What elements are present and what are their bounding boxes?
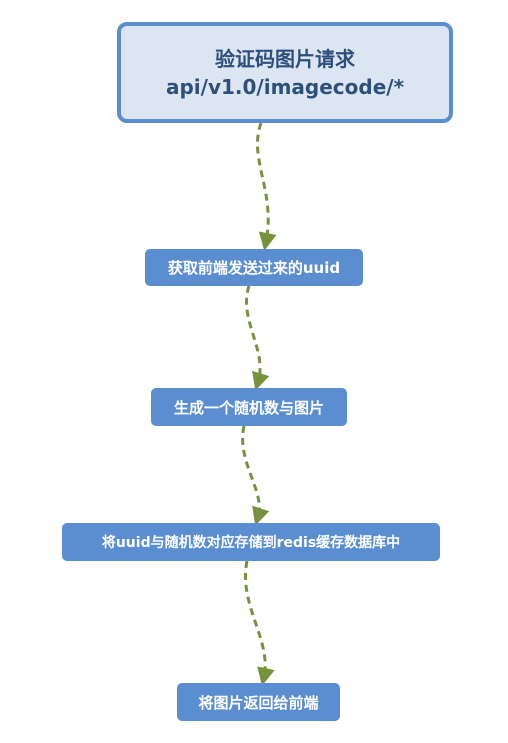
step-node-store-redis: 将uuid与随机数对应存储到redis缓存数据库中 <box>62 523 440 561</box>
step-node-generate-random: 生成一个随机数与图片 <box>151 388 347 426</box>
start-node: 验证码图片请求 api/v1.0/imagecode/* <box>117 22 453 123</box>
edge-step-1-to-step-2 <box>245 285 270 391</box>
step-node-get-uuid: 获取前端发送过来的uuid <box>145 249 363 286</box>
step-node-return-image: 将图片返回给前端 <box>177 683 340 721</box>
edge-start-to-step-1 <box>256 122 277 251</box>
start-node-path: api/v1.0/imagecode/* <box>165 74 405 99</box>
edge-step-2-to-step-3 <box>241 425 270 526</box>
start-node-title: 验证码图片请求 <box>215 46 355 71</box>
edge-step-3-to-step-4 <box>244 560 275 686</box>
